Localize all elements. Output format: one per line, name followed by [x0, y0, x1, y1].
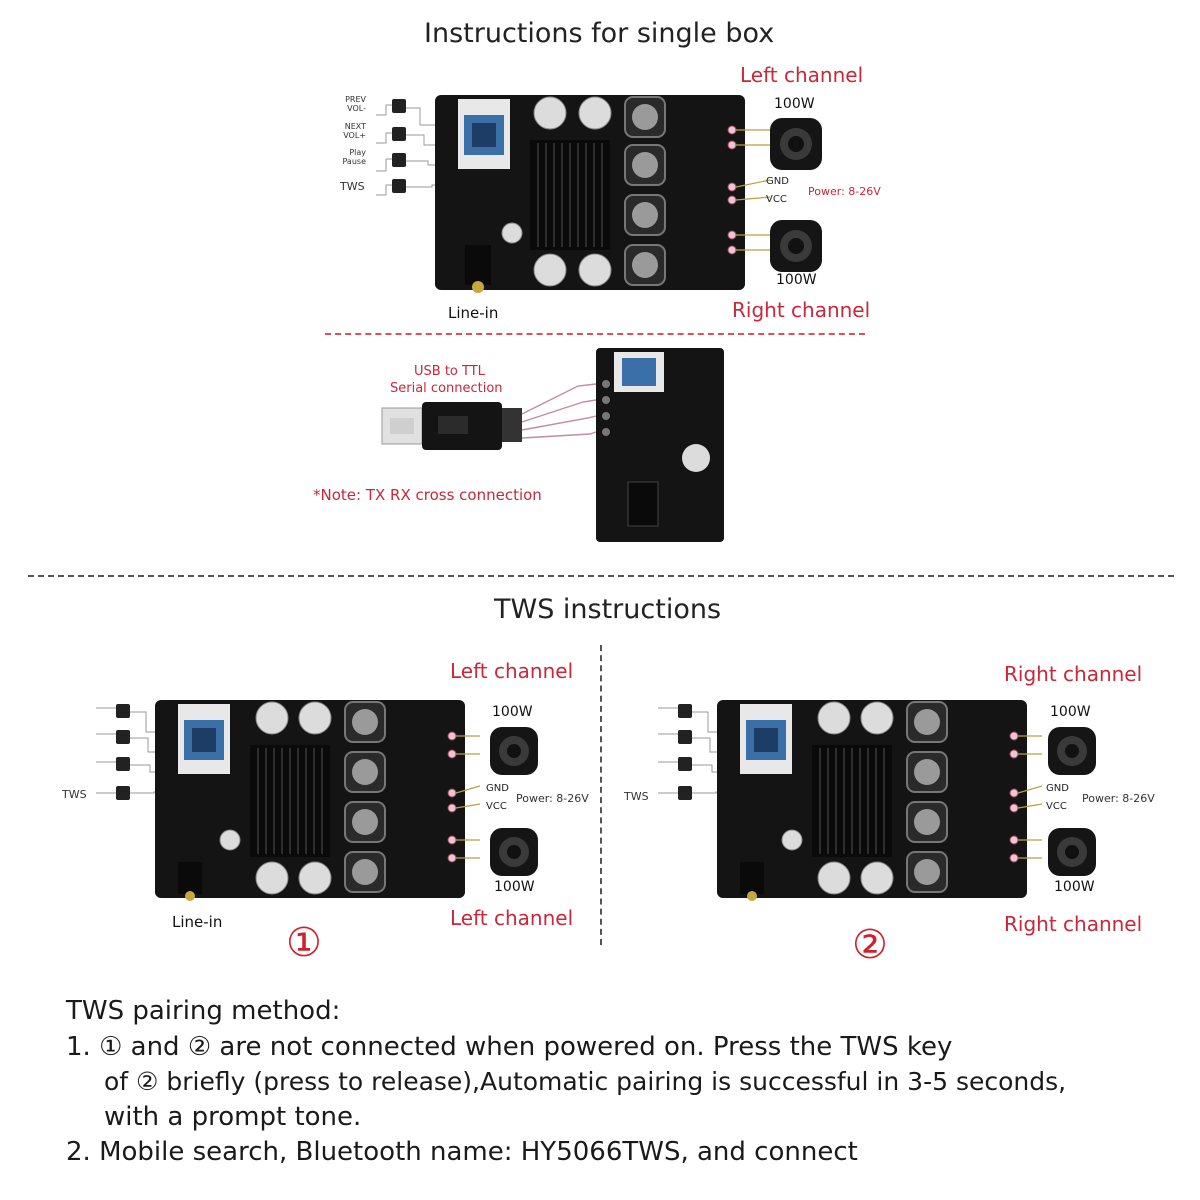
single-box-title: Instructions for single box — [424, 18, 775, 49]
board1-top-channel-label: Left channel — [450, 659, 574, 683]
usb-ttl-label: USB to TTL — [414, 364, 485, 379]
vertical-divider — [600, 645, 602, 945]
serial-connection-label: Serial connection — [390, 381, 503, 396]
board1-line-in: Line-in — [172, 913, 223, 931]
pairing-heading: TWS pairing method: — [66, 996, 341, 1026]
tws-title: TWS instructions — [494, 594, 722, 625]
pairing-step1-line2: of ② briefly (press to release),Automati… — [104, 1067, 1067, 1096]
board2-power: Power: 8-26V — [1082, 792, 1155, 805]
board1-bottom-watt: 100W — [494, 879, 535, 895]
board2-gnd: GND — [1046, 783, 1069, 794]
board1-bottom-speaker-icon — [490, 828, 538, 876]
top-watt-label: 100W — [774, 96, 815, 112]
board1-tws-label: TWS — [62, 788, 87, 801]
line-in-label: Line-in — [448, 304, 499, 322]
tws-board-1 — [96, 700, 480, 901]
tws-board-2 — [658, 700, 1042, 901]
gnd-label: GND — [766, 176, 789, 187]
section-divider — [28, 575, 1174, 577]
tx-rx-note: *Note: TX RX cross connection — [313, 486, 542, 504]
left-speaker-icon — [770, 118, 822, 170]
pairing-step1-line3: with a prompt tone. — [104, 1102, 362, 1132]
board2-top-channel-label: Right channel — [1004, 662, 1143, 686]
board2-bottom-speaker-icon — [1048, 828, 1096, 876]
board1-gnd: GND — [486, 783, 509, 794]
board2-tws-label: TWS — [624, 790, 649, 803]
board2-bottom-watt: 100W — [1054, 879, 1095, 895]
board2-top-watt: 100W — [1050, 704, 1091, 720]
red-divider — [325, 333, 865, 335]
power-label: Power: 8-26V — [808, 185, 881, 198]
bottom-watt-label: 100W — [776, 272, 817, 288]
right-speaker-icon — [770, 220, 822, 272]
board1-top-speaker-icon — [490, 727, 538, 775]
pairing-step2: 2. Mobile search, Bluetooth name: HY5066… — [66, 1137, 858, 1167]
board1-number: ① — [286, 920, 322, 966]
top-left-channel-label: Left channel — [740, 63, 864, 87]
board1-top-watt: 100W — [492, 704, 533, 720]
board1-power: Power: 8-26V — [516, 792, 589, 805]
vcc-label: VCC — [766, 194, 787, 205]
top-tws-label: TWS — [340, 180, 365, 193]
board2-bottom-channel-label: Right channel — [1004, 912, 1143, 936]
pairing-step1-line1: 1. ① and ② are not connected when powere… — [66, 1032, 953, 1062]
board2-number: ② — [852, 922, 888, 968]
usb-ttl-adapter — [381, 348, 724, 542]
board2-top-speaker-icon — [1048, 727, 1096, 775]
board2-vcc: VCC — [1046, 801, 1067, 812]
board1-bottom-channel-label: Left channel — [450, 906, 574, 930]
top-amplifier-board — [376, 95, 771, 293]
board1-vcc: VCC — [486, 801, 507, 812]
top-right-channel-label: Right channel — [732, 298, 871, 322]
